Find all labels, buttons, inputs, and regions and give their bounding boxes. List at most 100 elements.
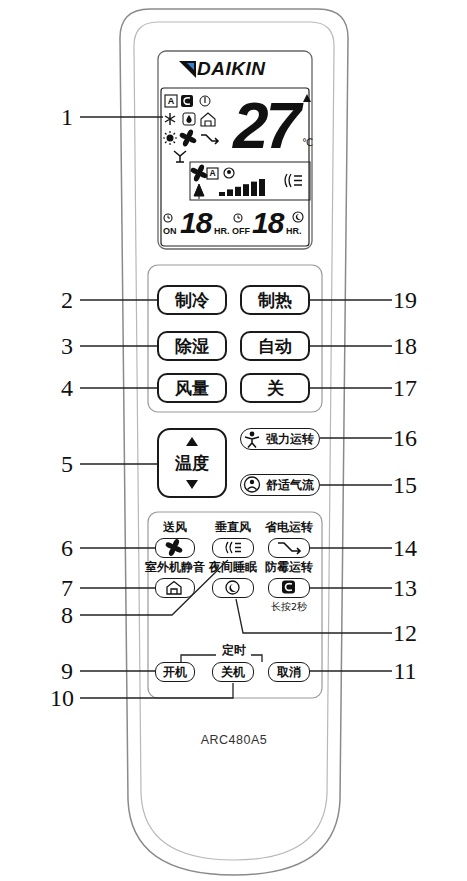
person-head <box>250 480 254 484</box>
clock-hands <box>168 216 170 219</box>
temperature-button: 温度 <box>157 428 227 498</box>
leader-line <box>80 587 155 588</box>
up-arrow <box>186 437 198 446</box>
auto-icon-box <box>207 168 218 179</box>
leader-line <box>80 560 228 615</box>
callout-number: 19 <box>388 287 422 313</box>
remote-body: ARC480A5DAIKIN27℃ON18HR.OFF18HR.制冷制热除湿自动… <box>118 8 350 876</box>
outdoor-icon <box>201 113 215 126</box>
button-label: 温度 <box>159 452 225 474</box>
lcd-display: DAIKIN27℃ON18HR.OFF18HR. <box>157 50 313 250</box>
button-label: 除湿 <box>159 333 225 359</box>
comfort-icon <box>224 168 234 178</box>
button-label: 垂直风 <box>189 519 277 535</box>
lcd-readout: HR. <box>214 227 230 236</box>
button-icon <box>213 579 252 596</box>
button-label: 夜间睡眠 <box>189 559 277 575</box>
auto-icon-box <box>165 95 177 107</box>
function-button: 室外机静音 <box>155 578 195 598</box>
person-body <box>248 487 257 490</box>
down-arrow <box>186 480 198 489</box>
callout-number: 6 <box>50 535 84 561</box>
button-note: 长按2秒 <box>245 600 333 613</box>
fan-level-bar <box>243 184 249 196</box>
button-label: 强力运转 <box>261 429 319 449</box>
button-icon <box>213 539 252 556</box>
fan-level-bar <box>227 189 233 196</box>
lcd-icon-letter: A <box>207 168 218 179</box>
button-icon <box>156 539 193 556</box>
fan-level-bar <box>259 179 265 196</box>
remote-edge <box>120 9 348 875</box>
callout-number: 5 <box>50 451 84 477</box>
sleep-moon <box>296 214 301 220</box>
function-button: 夜间睡眠 <box>212 578 254 598</box>
fan-level-bar <box>235 187 241 196</box>
callout-number: 7 <box>50 575 84 601</box>
button-label: 防霉运转 <box>245 559 333 575</box>
sleep-moon <box>229 584 236 592</box>
leader-line <box>320 484 392 485</box>
lcd-frame <box>158 51 312 249</box>
leader-line <box>80 299 157 300</box>
button-label: 制冷 <box>159 287 225 313</box>
lcd-readout: 18 <box>180 208 211 238</box>
snow-icon <box>165 113 175 125</box>
button-icon <box>269 579 308 596</box>
leader-line <box>80 387 157 388</box>
timer-button: 开机 <box>155 662 195 682</box>
sun-rays <box>163 131 177 145</box>
person-body <box>245 437 259 448</box>
button-icon <box>269 539 308 556</box>
sleep-ring <box>226 581 239 594</box>
clock-icon <box>234 214 242 222</box>
timer-bracket <box>181 655 262 662</box>
sleep-clock <box>293 212 303 222</box>
lcd-readout: ON <box>163 227 177 236</box>
leader-line <box>310 299 392 300</box>
function-button: 垂直风 <box>212 538 254 558</box>
clock-hands <box>238 216 240 219</box>
fan-blade <box>190 167 200 176</box>
sun-icon <box>167 135 174 142</box>
callout-number: 4 <box>50 375 84 401</box>
timer-button: 取消 <box>268 662 310 682</box>
button-label: 室外机静音 <box>132 559 218 575</box>
mold-icon-mark <box>184 98 190 104</box>
mode-button: 自动 <box>240 331 310 361</box>
callout-number: 13 <box>388 575 422 601</box>
callout-number: 9 <box>50 658 84 684</box>
button-label: 关机 <box>213 663 253 681</box>
button-label: 风量 <box>159 375 225 401</box>
function-button: 防霉运转长按2秒 <box>268 578 310 598</box>
fan-level-bar <box>251 182 257 196</box>
vent-icon <box>174 151 186 162</box>
fan-level-bar <box>219 192 225 196</box>
dry-icon <box>183 113 195 125</box>
callout-number: 16 <box>388 425 422 451</box>
button-label: 取消 <box>269 663 309 681</box>
swing-icon <box>285 174 302 187</box>
callout-number: 1 <box>50 104 84 130</box>
fan-blade <box>179 132 189 141</box>
function-button: 强力运转 <box>240 428 320 450</box>
button-label: 舒适气流 <box>261 475 319 495</box>
leader-line <box>80 345 157 346</box>
callout-number: 15 <box>388 472 422 498</box>
button-panel <box>148 265 322 412</box>
drop-icon <box>186 115 191 123</box>
model-number: ARC480A5 <box>180 734 288 747</box>
remote-face <box>134 22 334 860</box>
leader-line <box>310 387 392 388</box>
mode-button: 除湿 <box>157 331 227 361</box>
comfort-ring <box>245 477 260 492</box>
mold-icon <box>181 95 193 107</box>
fan-blade <box>165 541 175 550</box>
brand-logo: DAIKIN <box>197 59 265 78</box>
function-button: 省电运转 <box>268 538 310 558</box>
econo-icon <box>201 135 218 144</box>
up-arrow <box>303 94 311 102</box>
leader-line <box>80 670 155 671</box>
thermo-mark <box>204 97 205 103</box>
